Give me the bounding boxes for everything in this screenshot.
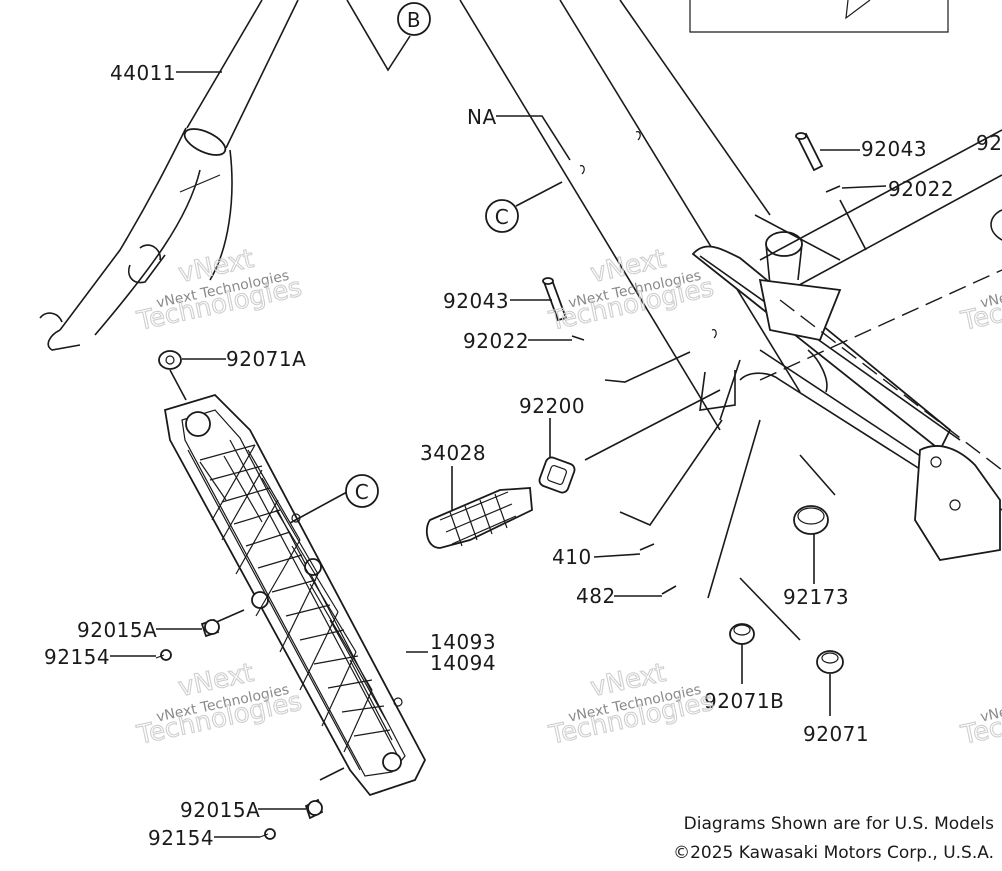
footpeg-34028-shape [425, 487, 533, 549]
callout-c-frame: C [485, 181, 563, 233]
watermark-4: vNext vNext Technologies Technologies [545, 657, 717, 751]
watermark-6-line3: Technologies [958, 687, 1002, 751]
label-92173: 92173 [783, 585, 849, 609]
footrest-plate [163, 393, 427, 797]
main-frame-assembly [459, 0, 1002, 561]
watermark-2: vNext vNext Technologies Technologies [545, 243, 717, 337]
pad-92200-shape [538, 456, 576, 494]
label-92022-top: 92022 [888, 177, 954, 201]
tread-pattern [199, 444, 393, 753]
collar-92173-shape [793, 505, 829, 535]
pin-92043-mid-shape [542, 277, 568, 322]
callout-b-top: B [346, 0, 431, 72]
label-92154-2: 92154 [148, 826, 214, 850]
grommet-92071a-shape [158, 350, 182, 370]
front-fork-assembly [39, 0, 299, 351]
spring-410-shape [639, 543, 655, 551]
footer-copyright: ©2025 Kawasaki Motors Corp., U.S.A. [673, 843, 994, 863]
label-14094: 14094 [430, 651, 496, 675]
plate-hardware [155, 350, 348, 840]
watermark-5: vNext Technologies Technologies [957, 268, 1002, 338]
pin-92043-top-shape [795, 132, 824, 172]
callout-c-frame-label: C [495, 205, 509, 229]
label-92071b: 92071B [704, 689, 784, 713]
cotter-92022-top-shape [825, 185, 841, 193]
callout-c-plate-label: C [355, 480, 369, 504]
label-44011: 44011 [110, 61, 176, 85]
grommet-92071b-shape [729, 623, 755, 645]
grommet-92071-shape [816, 650, 844, 674]
label-92043-top: 92043 [861, 137, 927, 161]
watermark-6: vNext Technologies Technologies [957, 682, 1002, 752]
watermark-5-line3: Technologies [958, 273, 1002, 337]
label-92043-mid: 92043 [443, 289, 509, 313]
label-92071a: 92071A [226, 347, 306, 371]
label-92200: 92200 [519, 394, 585, 418]
assembly-leader-lines [584, 199, 867, 641]
label-482: 482 [576, 584, 616, 608]
label-92022-mid: 92022 [463, 329, 529, 353]
label-92071: 92071 [803, 722, 869, 746]
label-410: 410 [552, 545, 592, 569]
callout-c-plate: C [345, 474, 379, 508]
label-92-edge: 92 [976, 131, 1002, 155]
label-na: NA [467, 105, 497, 129]
label-34028: 34028 [420, 441, 486, 465]
watermark-3: vNext vNext Technologies Technologies [133, 657, 305, 751]
cotter-92022-mid-shape [571, 335, 585, 341]
label-14093: 14093 [430, 630, 496, 654]
callout-b-label: B [407, 8, 421, 32]
label-92015a-1: 92015A [77, 618, 157, 642]
footer-disclaimer: Diagrams Shown are for U.S. Models [683, 814, 994, 834]
pin-482-shape [661, 585, 677, 595]
label-92015a-2: 92015A [180, 798, 260, 822]
watermark-1: vNext vNext Technologies Technologies [133, 243, 305, 337]
label-92154-1: 92154 [44, 645, 110, 669]
part-labels: 44011 NA 92043 92022 92 92043 92022 9207… [44, 61, 1002, 850]
